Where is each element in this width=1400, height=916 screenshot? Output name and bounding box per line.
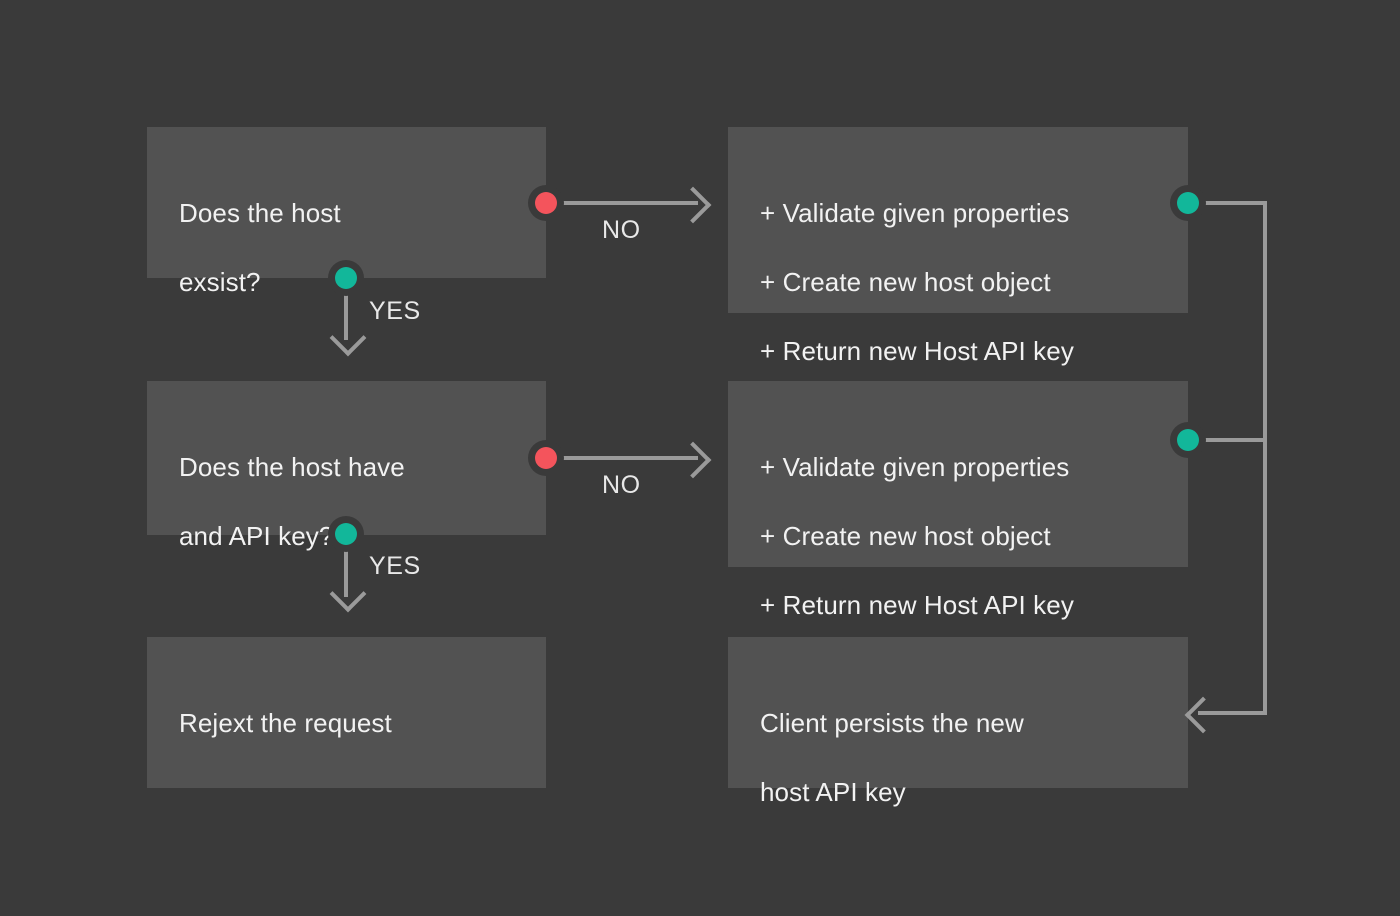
return-path-into-client <box>1198 711 1267 715</box>
node-host-has-key-line-2: and API key? <box>179 520 334 551</box>
node-client-persists[interactable]: Client persists the new host API key <box>728 637 1188 807</box>
node-create-host-2-line-1: + Validate given properties <box>760 451 1070 482</box>
edge-no-2-line <box>546 456 698 460</box>
port-return-2-dot[interactable] <box>1177 429 1199 451</box>
node-create-host-1-line-2: + Create new host object <box>760 266 1051 297</box>
node-client-persists-line-1: Client persists the new <box>760 707 1024 738</box>
edge-label-yes-1: YES <box>369 297 421 325</box>
return-path-arrowhead <box>1184 696 1222 734</box>
edge-yes-1-line <box>344 278 348 340</box>
node-host-has-key-line-1: Does the host have <box>179 451 405 482</box>
return-path-stub-1 <box>1188 201 1267 205</box>
edge-no-1-arrowhead <box>674 186 712 224</box>
node-client-persists-line-2: host API key <box>760 776 906 807</box>
node-create-host-2[interactable]: + Validate given properties + Create new… <box>728 381 1188 620</box>
port-yes-1-dot[interactable] <box>335 267 357 289</box>
node-reject-line-1: Rejext the request <box>179 707 392 738</box>
node-host-exists-line-1: Does the host <box>179 197 341 228</box>
node-create-host-1-line-3: + Return new Host API key <box>760 335 1074 366</box>
port-no-2-dot[interactable] <box>535 447 557 469</box>
port-return-1-dot[interactable] <box>1177 192 1199 214</box>
port-yes-2-dot[interactable] <box>335 523 357 545</box>
return-path-stub-2 <box>1188 438 1267 442</box>
node-reject[interactable]: Rejext the request <box>147 637 546 788</box>
edge-label-yes-2: YES <box>369 552 421 580</box>
edge-label-no-1: NO <box>602 216 641 244</box>
node-create-host-2-line-2: + Create new host object <box>760 520 1051 551</box>
edge-no-1-line <box>546 201 698 205</box>
edge-no-2-arrowhead <box>674 441 712 479</box>
edge-yes-2-line <box>344 535 348 597</box>
node-create-host-2-line-3: + Return new Host API key <box>760 589 1074 620</box>
edge-label-no-2: NO <box>602 471 641 499</box>
port-no-1-dot[interactable] <box>535 192 557 214</box>
node-host-exists[interactable]: Does the host exsist? <box>147 127 546 297</box>
node-host-exists-line-2: exsist? <box>179 266 261 297</box>
node-create-host-1-line-1: + Validate given properties <box>760 197 1070 228</box>
node-create-host-1[interactable]: + Validate given properties + Create new… <box>728 127 1188 366</box>
node-host-has-key[interactable]: Does the host have and API key? <box>147 381 546 551</box>
return-path-bus <box>1263 201 1267 715</box>
